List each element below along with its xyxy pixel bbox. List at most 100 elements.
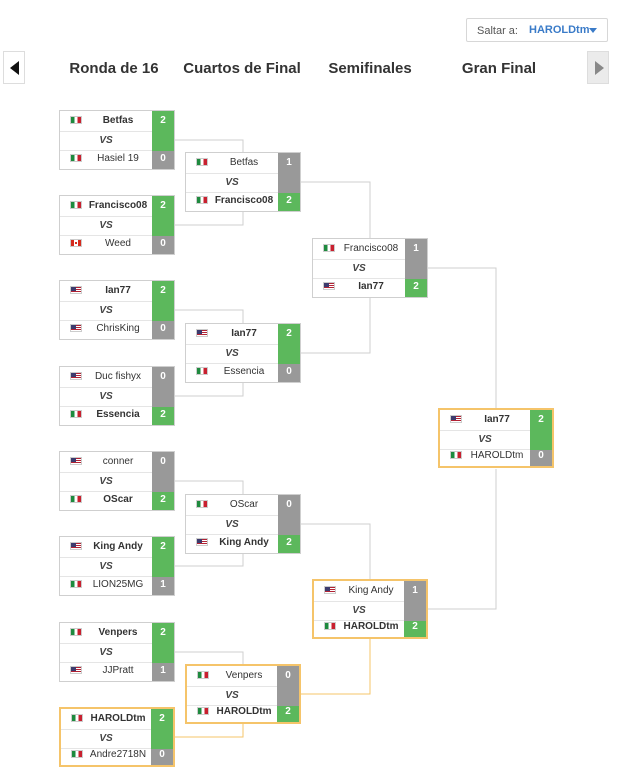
vs-label: VS — [99, 391, 113, 402]
score-column-fill — [151, 729, 173, 749]
flag-mx-icon — [70, 495, 82, 503]
flag-us-icon — [450, 415, 462, 423]
player-name: HAROLDtm — [470, 450, 524, 461]
flag-mx-icon — [450, 451, 462, 459]
round-header-semifinals[interactable]: Semifinales — [328, 60, 412, 77]
score-column-fill — [152, 387, 174, 407]
player-score: 2 — [278, 324, 300, 344]
player-row[interactable]: HAROLDtm 2 — [61, 709, 173, 729]
vs-label: VS — [99, 135, 113, 146]
player-name: HAROLDtm — [216, 706, 272, 717]
row-divider — [314, 601, 404, 602]
row-divider — [186, 515, 278, 516]
player-row[interactable]: HAROLDtm 0 — [440, 446, 552, 466]
player-name: JJPratt — [102, 665, 134, 676]
player-score: 0 — [278, 495, 300, 515]
previous-round-arrow-icon[interactable] — [3, 51, 25, 84]
row-divider — [60, 662, 152, 663]
flag-us-icon — [70, 542, 82, 550]
row-divider — [60, 643, 152, 644]
round-header-quarterfinals[interactable]: Cuartos de Final — [183, 60, 301, 77]
score-column-fill — [152, 131, 174, 151]
row-divider — [313, 278, 405, 279]
player-score: 2 — [405, 277, 427, 297]
flag-us-icon — [70, 286, 82, 294]
round-header-round-of-16[interactable]: Ronda de 16 — [69, 60, 159, 77]
flag-us-icon — [196, 329, 208, 337]
player-name: HAROLDtm — [90, 713, 146, 724]
score-column-fill — [152, 557, 174, 577]
jump-to-select[interactable]: Saltar a: HAROLDtm — [466, 18, 608, 42]
vs-label: VS — [352, 605, 366, 616]
player-score: 0 — [530, 446, 552, 466]
vs-label: VS — [99, 647, 113, 658]
player-score: 0 — [152, 319, 174, 339]
score-column-fill — [404, 601, 426, 621]
row-divider — [60, 387, 152, 388]
player-name: Venpers — [98, 627, 138, 638]
vs-label: VS — [478, 434, 492, 445]
flag-mx-icon — [70, 410, 82, 418]
score-column-fill — [278, 515, 300, 535]
vs-label: VS — [352, 263, 366, 274]
player-score: 1 — [404, 581, 426, 601]
flag-mx-icon — [71, 714, 83, 722]
player-score: 0 — [278, 362, 300, 382]
player-score: 2 — [151, 709, 173, 729]
player-name: Venpers — [225, 670, 263, 681]
row-divider — [186, 363, 278, 364]
next-round-arrow-icon[interactable] — [587, 51, 609, 84]
flag-mx-icon — [324, 622, 336, 630]
player-name: Hasiel 19 — [97, 153, 139, 164]
player-score: 2 — [530, 410, 552, 430]
flag-mx-icon — [196, 196, 208, 204]
flag-us-icon — [70, 666, 82, 674]
score-column-fill — [152, 472, 174, 492]
player-score: 1 — [278, 153, 300, 173]
round-header-grand-final[interactable]: Gran Final — [461, 60, 537, 77]
